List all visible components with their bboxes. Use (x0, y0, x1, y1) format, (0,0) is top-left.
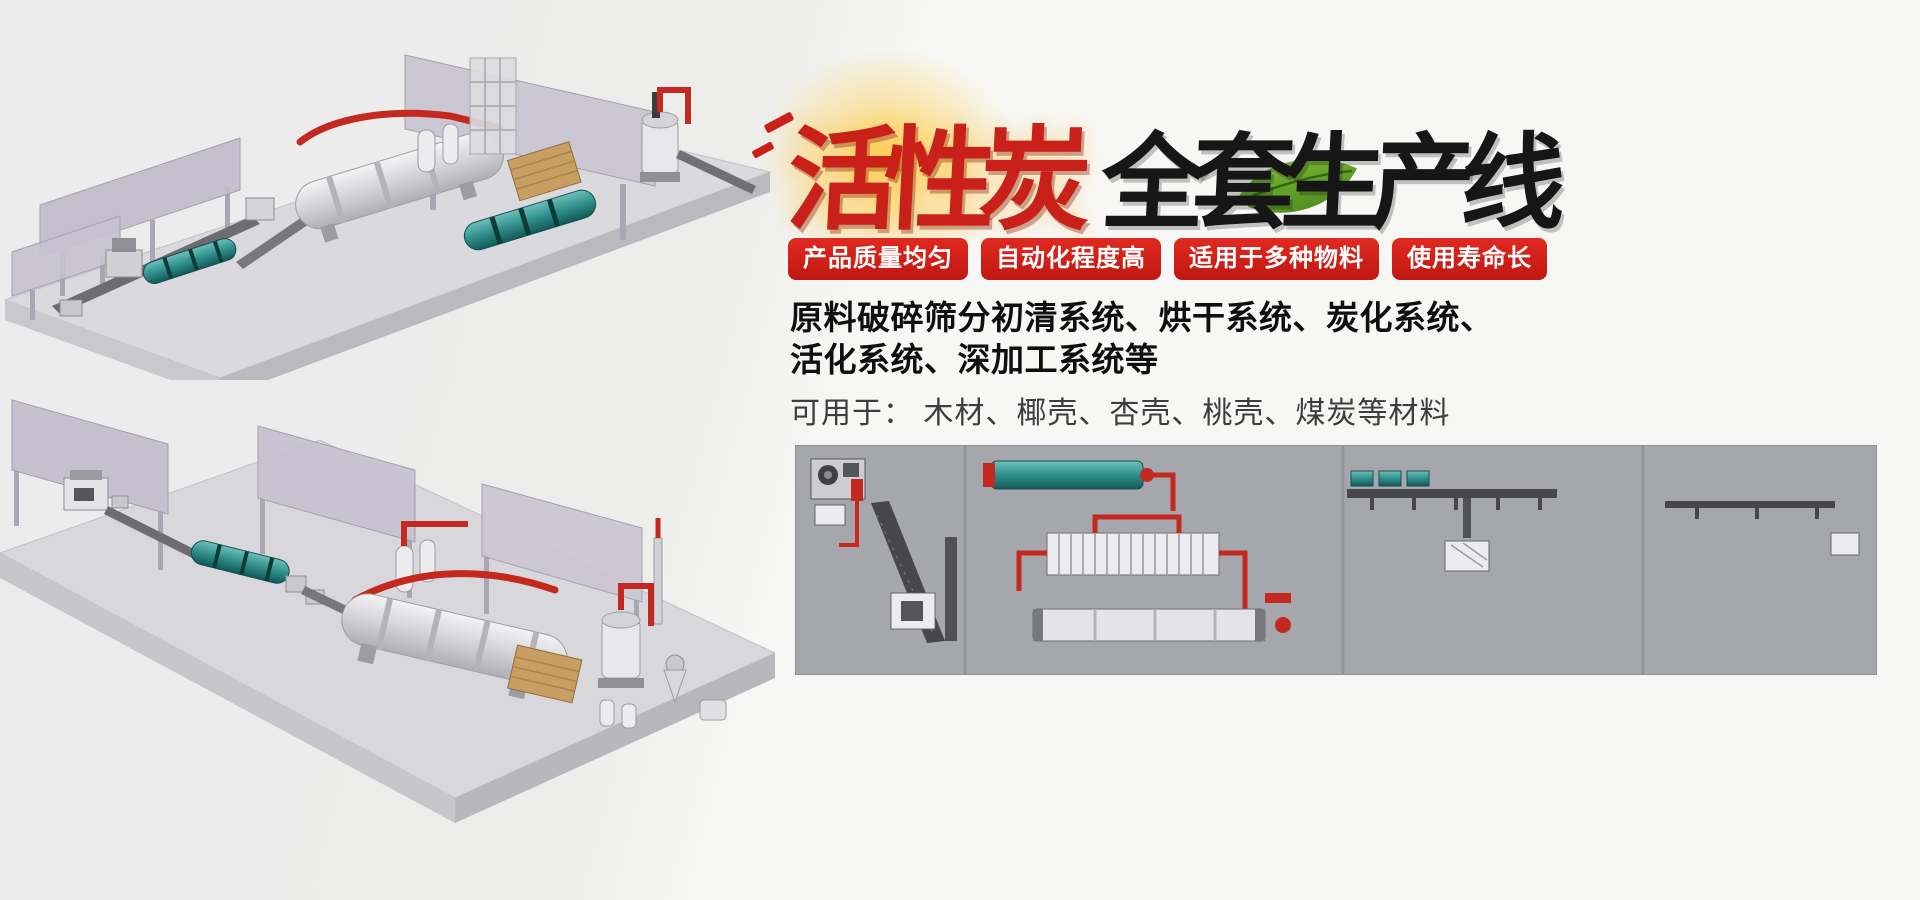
red-pipe-main (296, 109, 504, 146)
crusher-unit (105, 238, 143, 278)
description-line-3: 可用于： 木材、椰壳、杏壳、桃壳、煤炭等材料 (790, 397, 1451, 431)
screening-drum (143, 238, 237, 284)
sch-cooler-drum (983, 460, 1176, 511)
title-rest: 全套生产线 (1098, 126, 1555, 242)
feature-badges: 产品质量均匀 自动化程度高 适用于多种物料 使用寿命长 (788, 238, 1547, 280)
page-title: 活性炭全套生产线 (784, 90, 1557, 252)
discharge-units (599, 699, 727, 729)
brick-chamber (506, 141, 582, 202)
holding-tanks (417, 123, 459, 173)
plan-view-schematic (795, 445, 1877, 675)
discharge-conveyor (676, 150, 756, 194)
production-line-render-bottom (0, 399, 775, 823)
carbonization-furnace (640, 87, 691, 182)
red-pipe-main (351, 570, 559, 604)
leaf-icon (1239, 159, 1358, 213)
activation-drum (463, 189, 597, 251)
sch-heat-exchanger (1016, 514, 1248, 611)
badge-automation: 自动化程度高 (981, 238, 1161, 280)
screening-drum (190, 540, 290, 584)
title-highlight: 活性炭 (784, 118, 1079, 243)
lattice-tower (469, 57, 517, 155)
canopy-walls (11, 54, 656, 320)
sch-rotary-dryer (1032, 593, 1291, 642)
sch-control-box-door (901, 601, 923, 621)
brick-chamber (507, 644, 583, 704)
sch-crusher-cluster (810, 458, 866, 547)
badge-quality: 产品质量均匀 (788, 238, 968, 280)
description: 原料破碎筛分初清系统、烘干系统、炭化系统、 活化系统、深加工系统等 可用于： 木… (790, 297, 1494, 432)
section-dividers (963, 445, 1645, 675)
badge-materials: 适用于多种物料 (1174, 238, 1379, 280)
schematic-panel (795, 445, 1877, 675)
carbonization-furnace (598, 518, 663, 688)
badge-lifespan: 使用寿命长 (1392, 238, 1547, 280)
feed-hopper (63, 470, 129, 511)
description-line-2: 活化系统、深加工系统等 (790, 341, 1159, 379)
canopy-walls (11, 399, 643, 656)
feed-conveyor (104, 506, 196, 558)
cyclone-separator (663, 654, 687, 704)
sch-packing-conveyors (1347, 470, 1557, 572)
description-line-1: 原料破碎筛分初清系统、烘干系统、炭化系统、 (790, 299, 1494, 336)
sch-output-conveyor (1665, 501, 1860, 556)
production-line-render-top (3, 54, 772, 380)
